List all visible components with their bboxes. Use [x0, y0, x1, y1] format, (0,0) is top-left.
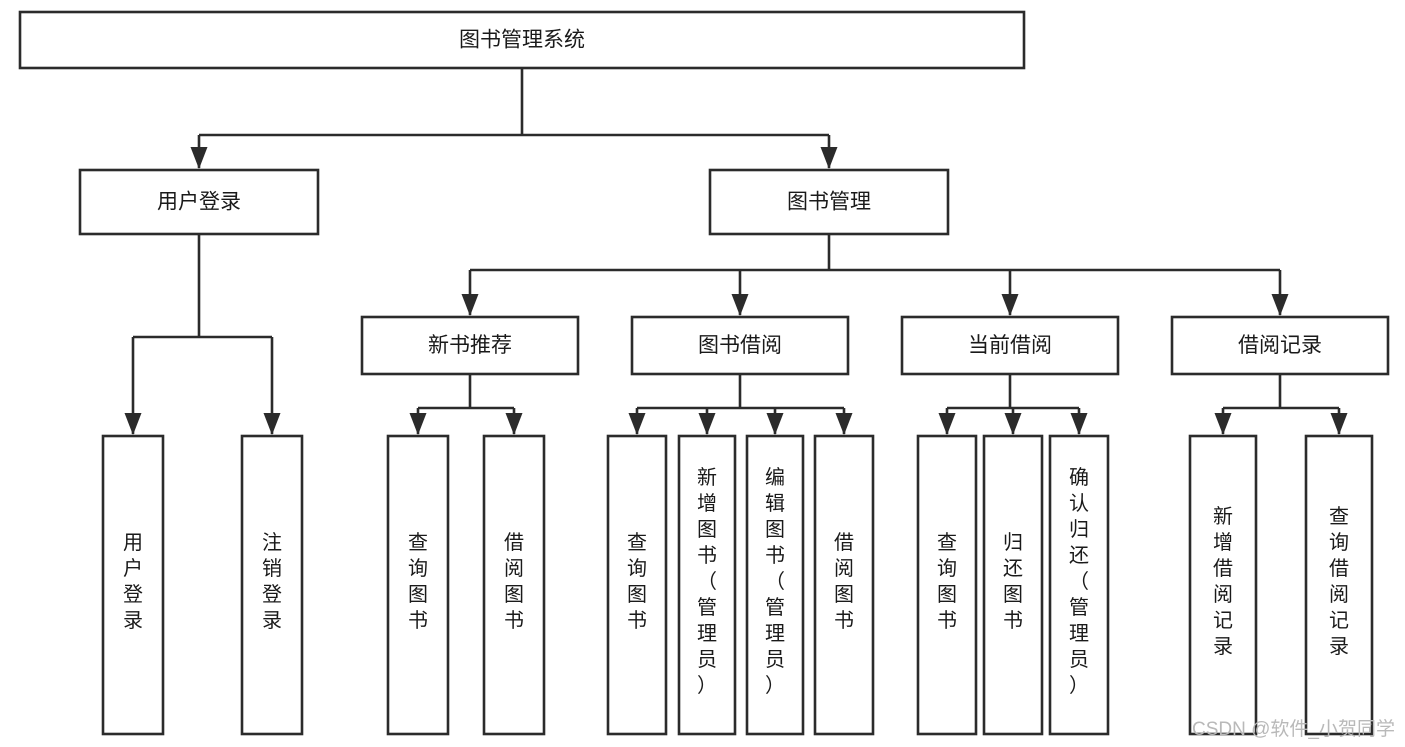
arrow-head-icon — [1330, 413, 1348, 435]
arrow-head-icon — [1070, 413, 1088, 435]
node-label: 新书推荐 — [428, 334, 512, 357]
node-box — [1304, 434, 1374, 736]
node-label: 归还图书 — [1003, 531, 1023, 632]
node-label: 确认归还（管理员） — [1069, 466, 1089, 697]
node-label: 新增借阅记录 — [1213, 505, 1233, 658]
arrow-head-icon — [731, 294, 749, 316]
node-leaf-edit-book[interactable]: 编辑图书（管理员） — [745, 434, 805, 736]
node-label: 查询图书 — [937, 531, 957, 632]
node-label: 借阅图书 — [834, 531, 854, 632]
node-leaf-return-book[interactable]: 归还图书 — [982, 434, 1044, 736]
node-book-borrow[interactable]: 图书借阅 — [630, 315, 850, 376]
arrow-head-icon — [263, 413, 281, 435]
arrow-head-icon — [124, 413, 142, 435]
node-box — [708, 168, 950, 236]
node-box — [900, 315, 1120, 376]
node-leaf-borrow-book-1[interactable]: 借阅图书 — [482, 434, 546, 736]
node-book-manage[interactable]: 图书管理 — [708, 168, 950, 236]
arrow-head-icon — [505, 413, 523, 435]
node-label: 当前借阅 — [968, 334, 1052, 357]
node-label: 用户登录 — [157, 191, 241, 214]
arrow-head-icon — [1004, 413, 1022, 435]
node-borrow-record[interactable]: 借阅记录 — [1170, 315, 1390, 376]
node-box — [78, 168, 320, 236]
node-user-login[interactable]: 用户登录 — [78, 168, 320, 236]
node-box — [813, 434, 875, 736]
node-label: 图书借阅 — [698, 334, 782, 357]
node-leaf-query-book-1[interactable]: 查询图书 — [386, 434, 450, 736]
node-box — [1170, 315, 1390, 376]
arrow-head-icon — [1001, 294, 1019, 316]
node-leaf-user-login[interactable]: 用户登录 — [101, 434, 165, 736]
arrow-head-icon — [628, 413, 646, 435]
node-label: 新增图书（管理员） — [697, 466, 717, 697]
node-label: 借阅图书 — [504, 531, 524, 632]
node-new-book-rec[interactable]: 新书推荐 — [360, 315, 580, 376]
arrow-head-icon — [1271, 294, 1289, 316]
arrow-head-icon — [820, 147, 838, 169]
node-box — [360, 315, 580, 376]
node-box — [630, 315, 850, 376]
node-leaf-user-logout[interactable]: 注销登录 — [240, 434, 304, 736]
node-box — [745, 434, 805, 736]
node-box — [982, 434, 1044, 736]
node-box — [1048, 434, 1110, 736]
node-leaf-add-record[interactable]: 新增借阅记录 — [1188, 434, 1258, 736]
node-leaf-query-book-2[interactable]: 查询图书 — [606, 434, 668, 736]
node-box — [482, 434, 546, 736]
node-leaf-add-book[interactable]: 新增图书（管理员） — [677, 434, 737, 736]
csdn-watermark: CSDN @软件_小贺同学 — [1192, 718, 1395, 740]
node-box — [1188, 434, 1258, 736]
node-box — [240, 434, 304, 736]
arrow-head-icon — [409, 413, 427, 435]
node-box — [916, 434, 978, 736]
arrow-head-icon — [766, 413, 784, 435]
node-label: 编辑图书（管理员） — [765, 466, 785, 697]
arrow-head-icon — [190, 147, 208, 169]
node-current-borrow[interactable]: 当前借阅 — [900, 315, 1120, 376]
arrow-head-icon — [1214, 413, 1232, 435]
node-label: 用户登录 — [123, 532, 143, 632]
connector-layer — [124, 68, 1348, 435]
node-box — [677, 434, 737, 736]
arrow-head-icon — [698, 413, 716, 435]
node-box — [18, 10, 1026, 70]
node-box — [606, 434, 668, 736]
node-box — [101, 434, 165, 736]
node-label: 图书管理 — [787, 191, 871, 214]
node-leaf-borrow-book-2[interactable]: 借阅图书 — [813, 434, 875, 736]
node-layer: 图书管理系统用户登录图书管理新书推荐图书借阅当前借阅借阅记录用户登录注销登录查询… — [18, 10, 1390, 736]
node-label: 查询借阅记录 — [1329, 505, 1349, 658]
arrow-head-icon — [461, 294, 479, 316]
node-leaf-query-record[interactable]: 查询借阅记录 — [1304, 434, 1374, 736]
arrow-head-icon — [835, 413, 853, 435]
node-label: 图书管理系统 — [459, 29, 585, 52]
node-label: 查询图书 — [408, 531, 428, 632]
node-label: 查询图书 — [627, 531, 647, 632]
node-leaf-confirm-return[interactable]: 确认归还（管理员） — [1048, 434, 1110, 736]
node-label: 注销登录 — [262, 531, 282, 632]
node-box — [386, 434, 450, 736]
arrow-head-icon — [938, 413, 956, 435]
node-label: 借阅记录 — [1238, 334, 1322, 357]
node-root-title[interactable]: 图书管理系统 — [18, 10, 1026, 70]
node-leaf-query-book-3[interactable]: 查询图书 — [916, 434, 978, 736]
